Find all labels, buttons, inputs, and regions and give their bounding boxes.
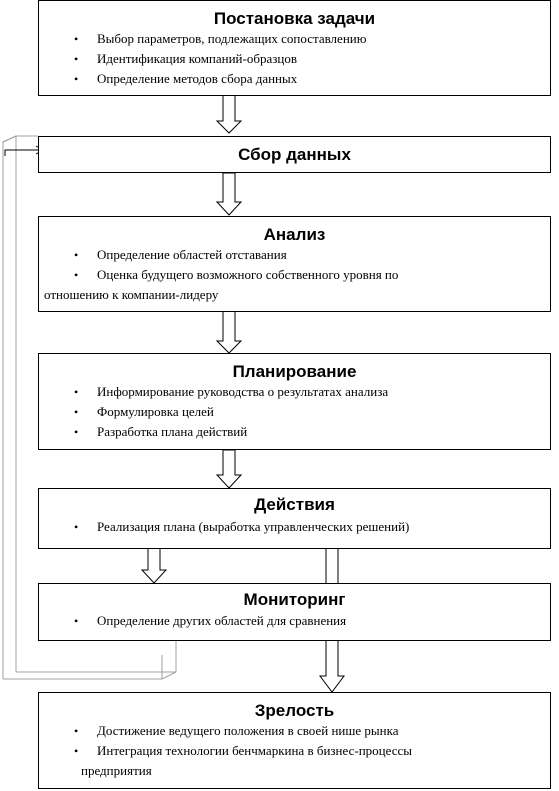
list-item: Выбор параметров, подлежащих сопоставлен… bbox=[39, 29, 550, 49]
list-item: Интеграция технологии бенчмаркина в бизн… bbox=[39, 741, 550, 761]
down-arrow-4 bbox=[215, 449, 243, 489]
list-item: Определение методов сбора данных bbox=[39, 69, 550, 89]
step-title: Действия bbox=[254, 495, 335, 514]
step-items: Определение других областей для сравнени… bbox=[39, 611, 550, 631]
step-box-monitoring: Мониторинг Определение других областей д… bbox=[38, 583, 551, 641]
step-title: Планирование bbox=[232, 362, 357, 381]
step-box-planning: Планирование Информирование руководства … bbox=[38, 353, 551, 450]
list-item-continuation: отношению к компании-лидеру bbox=[44, 287, 219, 302]
step-items: Определение областей отставания Оценка б… bbox=[39, 245, 550, 305]
step-box-maturity: Зрелость Достижение ведущего положения в… bbox=[38, 692, 551, 789]
list-item: Реализация плана (выработка управленческ… bbox=[39, 517, 550, 537]
step-box-problem: Постановка задачи Выбор параметров, подл… bbox=[38, 0, 551, 96]
step-title: Сбор данных bbox=[238, 145, 351, 164]
down-arrow-2 bbox=[215, 172, 243, 216]
step-box-data-collection: Сбор данных bbox=[38, 136, 551, 173]
step-box-actions: Действия Реализация плана (выработка упр… bbox=[38, 488, 551, 549]
list-item: Информирование руководства о результатах… bbox=[39, 382, 550, 402]
step-title: Постановка задачи bbox=[213, 9, 376, 28]
down-arrow-3 bbox=[215, 310, 243, 354]
step-title: Анализ bbox=[263, 225, 326, 244]
step-items: Достижение ведущего положения в своей ни… bbox=[39, 721, 550, 781]
step-title: Зрелость bbox=[254, 701, 335, 720]
step-items: Выбор параметров, подлежащих сопоставлен… bbox=[39, 29, 550, 89]
down-arrow-1 bbox=[215, 94, 243, 134]
list-item: Определение других областей для сравнени… bbox=[39, 611, 550, 631]
down-arrow-5 bbox=[140, 547, 168, 584]
step-title: Мониторинг bbox=[243, 590, 346, 609]
list-item: Идентификация компаний-образцов bbox=[39, 49, 550, 69]
list-item: Оценка будущего возможного собственного … bbox=[39, 265, 550, 285]
feedback-loop-arrow bbox=[2, 135, 177, 680]
step-items: Информирование руководства о результатах… bbox=[39, 382, 550, 442]
list-item-continuation: предприятия bbox=[81, 763, 152, 778]
list-item: Формулировка целей bbox=[39, 402, 550, 422]
list-item: Достижение ведущего положения в своей ни… bbox=[39, 721, 550, 741]
step-items: Реализация плана (выработка управленческ… bbox=[39, 517, 550, 537]
step-box-analysis: Анализ Определение областей отставания О… bbox=[38, 216, 551, 312]
list-item: Определение областей отставания bbox=[39, 245, 550, 265]
list-item: Разработка плана действий bbox=[39, 422, 550, 442]
